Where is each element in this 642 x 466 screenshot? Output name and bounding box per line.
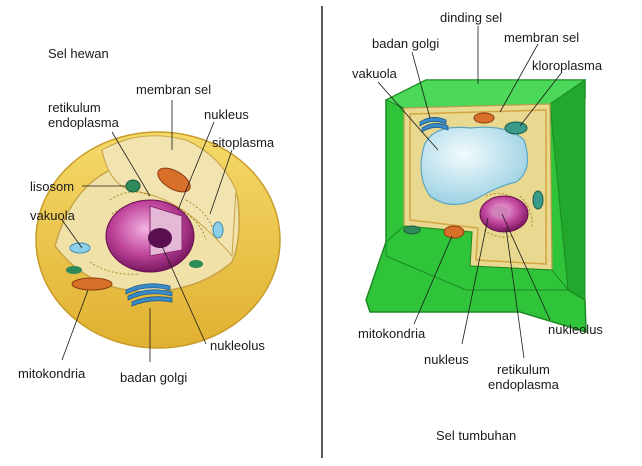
animal-title: Sel hewan xyxy=(48,46,109,61)
plant-membrane xyxy=(409,109,547,265)
animal-vesicle xyxy=(66,266,82,274)
plant-chloroplast-3 xyxy=(532,190,544,210)
plant-vacuole xyxy=(420,126,529,206)
plant-cell xyxy=(365,79,587,334)
animal-label-badan-golgi: badan golgi xyxy=(120,370,188,385)
plant-label-nukleus: nukleus xyxy=(424,352,469,367)
plant-nucleolus xyxy=(491,206,509,218)
plant-chloroplast-2 xyxy=(403,225,421,235)
animal-label-nukleolus: nukleolus xyxy=(210,338,265,353)
plant-chloroplast-1 xyxy=(504,121,528,135)
plant-label-badan-golgi: badan golgi xyxy=(372,36,440,51)
animal-label-retikulum-endoplasma: retikulum endoplasma xyxy=(48,100,119,130)
animal-vesicle-2 xyxy=(189,260,203,268)
plant-label-vakuola: vakuola xyxy=(352,66,397,81)
animal-label-sitoplasma: sitoplasma xyxy=(212,135,275,150)
plant-label-dinding-sel: dinding sel xyxy=(440,10,503,25)
plant-er xyxy=(483,192,533,238)
plant-golgi xyxy=(419,117,449,133)
plant-mitochondria xyxy=(443,225,465,239)
plant-cell-wall-side xyxy=(549,79,586,301)
animal-label-membran-sel: membran sel xyxy=(136,82,212,97)
animal-label-vakuola: vakuola xyxy=(30,208,75,223)
plant-leader-lines xyxy=(377,26,563,359)
animal-label-lisosom: lisosom xyxy=(30,179,75,194)
divider xyxy=(321,6,323,458)
animal-label-mitokondria: mitokondria xyxy=(18,366,86,381)
plant-label-mitokondria: mitokondria xyxy=(358,326,426,341)
plant-label-kloroplasma: kloroplasma xyxy=(532,58,603,73)
plant-mitochondria-top xyxy=(473,112,495,124)
animal-mitochondria-2 xyxy=(71,277,113,291)
animal-golgi xyxy=(125,283,173,307)
plant-title: Sel tumbuhan xyxy=(436,428,517,443)
animal-nucleolus xyxy=(148,228,172,248)
plant-floor xyxy=(385,225,570,291)
animal-label-nukleus: nukleus xyxy=(204,107,249,122)
animal-vacuole xyxy=(69,242,91,254)
animal-lysosome xyxy=(125,179,141,193)
plant-label-nukleolus: nukleolus xyxy=(548,322,603,337)
animal-mitochondria-1 xyxy=(157,167,191,193)
plant-label-retikulum-endoplasma: retikulum endoplasma xyxy=(488,362,559,392)
plant-label-membran-sel: membran sel xyxy=(504,30,580,45)
animal-leader-lines xyxy=(61,100,233,362)
animal-cell xyxy=(35,131,281,349)
animal-vacuole-2 xyxy=(212,221,224,239)
